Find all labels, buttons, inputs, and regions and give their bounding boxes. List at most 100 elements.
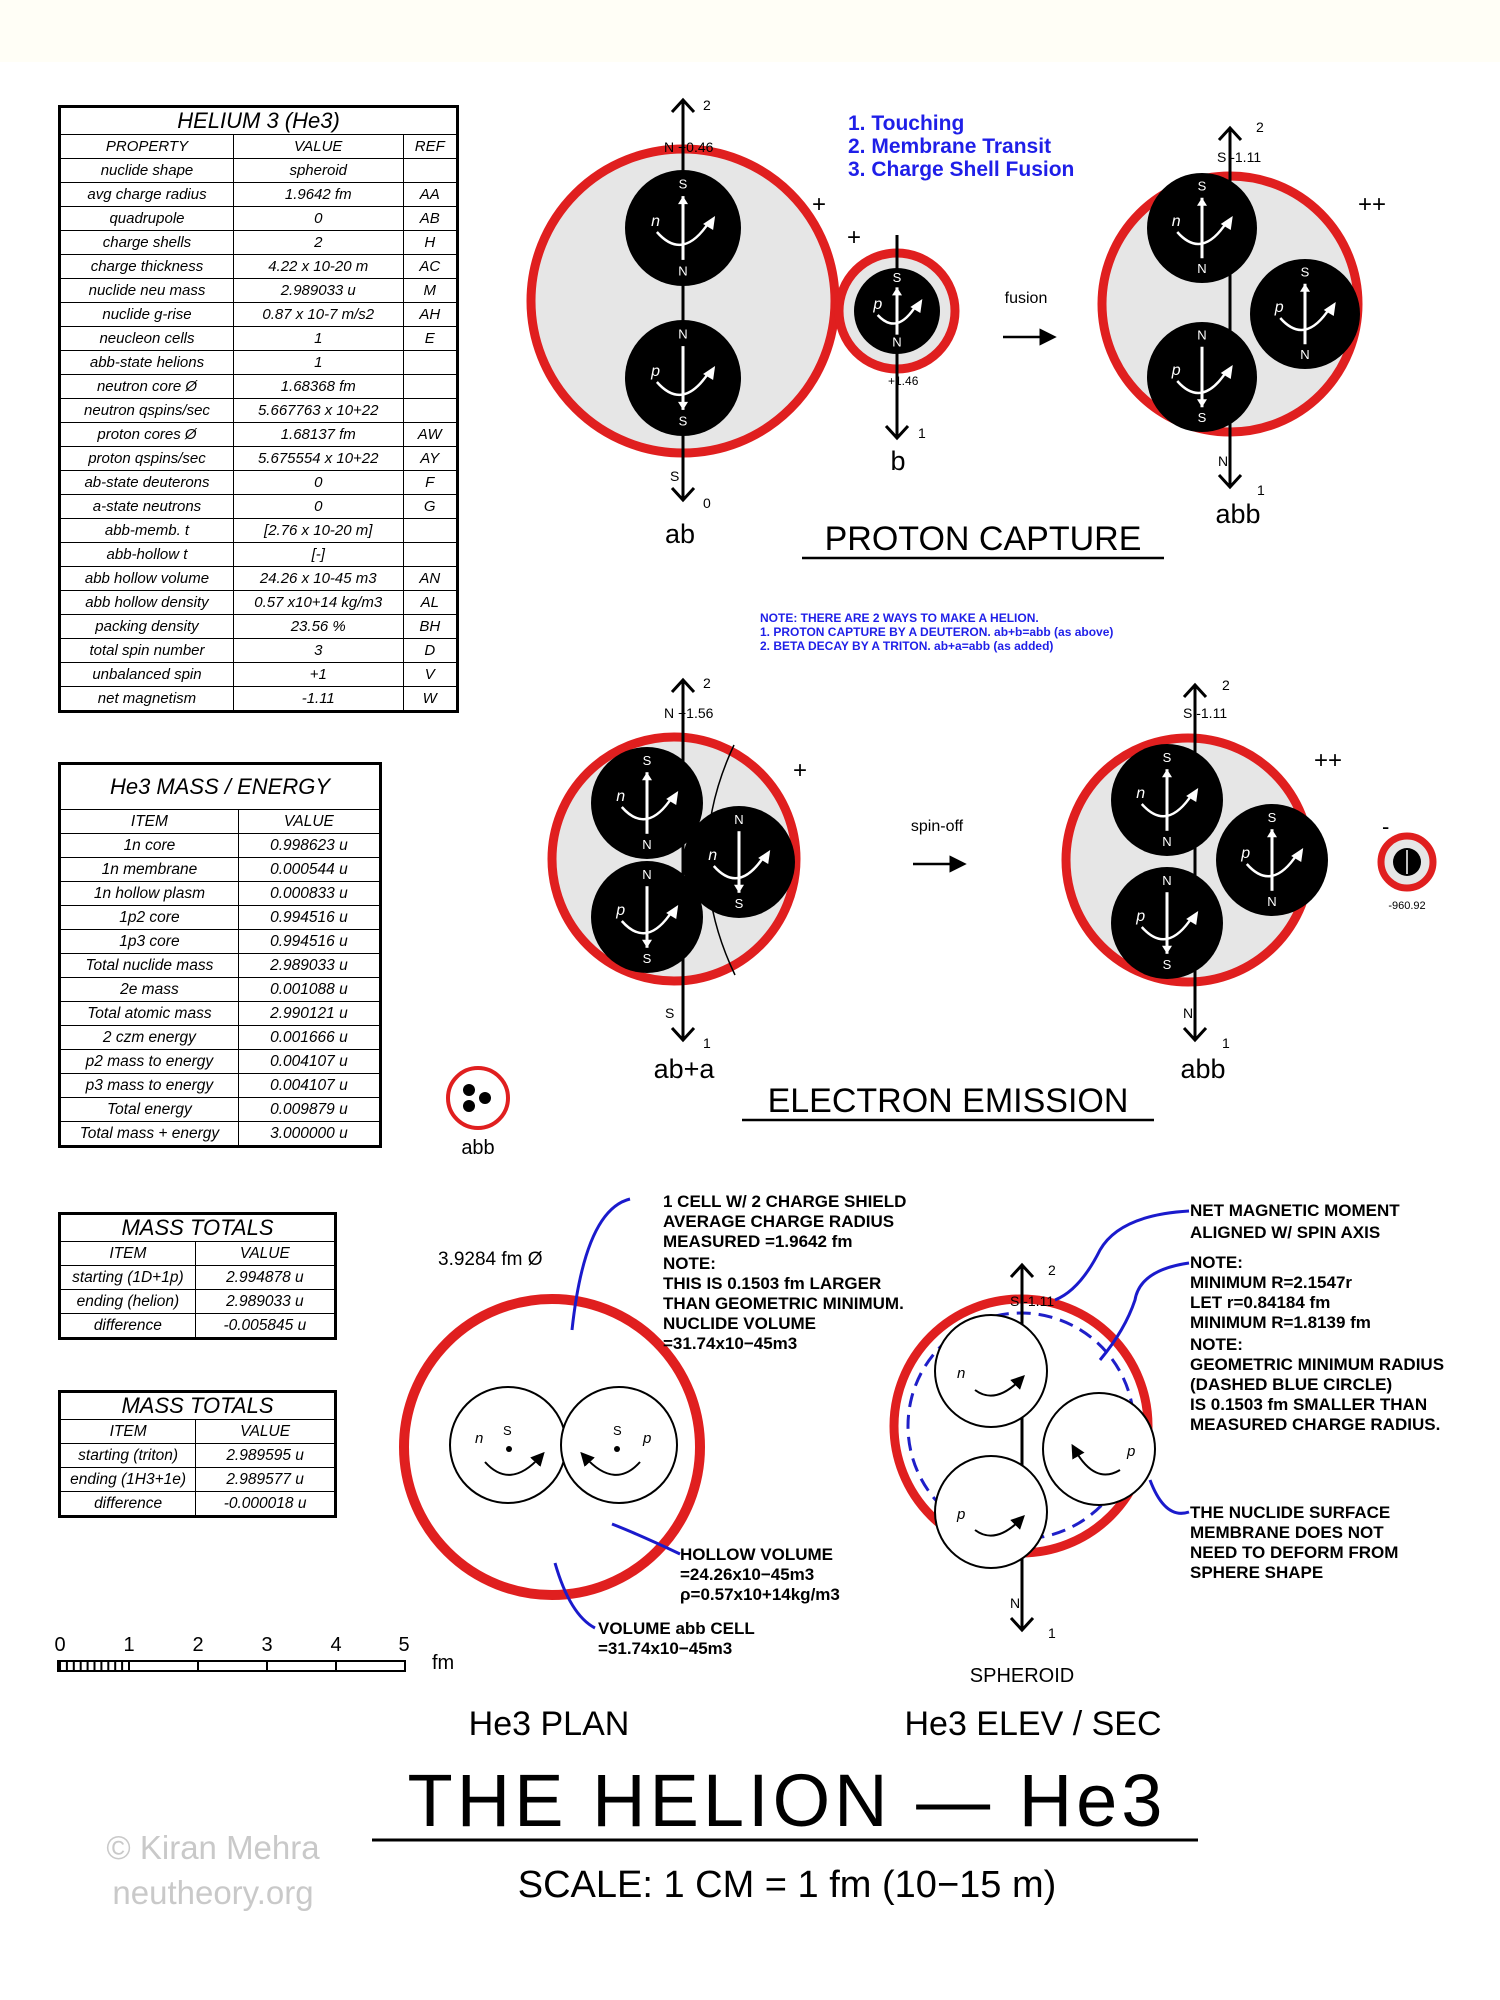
axis-num: 1	[703, 1035, 711, 1051]
svg-text:p: p	[1126, 1443, 1135, 1460]
nucleon-core: NSp	[625, 320, 741, 436]
svg-text:NOTE:: NOTE:	[1190, 1335, 1243, 1354]
svg-text:p: p	[642, 1430, 651, 1447]
table-row: starting (1D+1p)2.994878 u	[59, 1265, 337, 1290]
scale-bar: 0 1 2 3 4 5 fm	[54, 1634, 454, 1674]
svg-text:ρ=0.57x10+14kg/m3: ρ=0.57x10+14kg/m3	[680, 1585, 840, 1604]
svg-text:=31.74x10−45m3: =31.74x10−45m3	[598, 1639, 732, 1658]
helion-top-axis-2: S -1.11	[1183, 705, 1227, 721]
svg-text:S: S	[643, 753, 652, 768]
elevation-section: S -1.11 N 2 1 n p p NET MAGNETIC MOMENT …	[889, 1201, 1444, 1743]
scale-unit: fm	[432, 1652, 454, 1674]
plan-title: He3 PLAN	[469, 1705, 630, 1743]
step-3: 3. Charge Shell Fusion	[848, 158, 1074, 181]
table-cell: p2 mass to energy	[59, 1049, 239, 1074]
charge-sign: ++	[1314, 747, 1342, 774]
svg-text:=24.26x10−45m3: =24.26x10−45m3	[680, 1565, 814, 1584]
table-cell: neutron core Ø	[59, 374, 234, 399]
table-cell: nuclide neu mass	[59, 278, 234, 303]
table-cell: net magnetism	[59, 686, 234, 712]
top-band	[0, 0, 1500, 62]
column-header: ITEM	[58, 1419, 197, 1444]
svg-text:N: N	[1197, 261, 1206, 276]
column-header: VALUE	[194, 1241, 337, 1266]
svg-text:p: p	[615, 902, 625, 919]
svg-text:=31.74x10−45m3: =31.74x10−45m3	[663, 1334, 797, 1353]
elevation-note-2: NOTE: MINIMUM R=2.1547r LET r=0.84184 fm…	[1190, 1253, 1444, 1434]
svg-text:S: S	[1163, 750, 1172, 765]
nucleon-core: NSp	[1147, 322, 1257, 432]
nucleon-core: SNn	[1111, 744, 1223, 856]
deuteron-label: ab	[665, 519, 695, 549]
copyright-line-1: © Kiran Mehra	[106, 1829, 320, 1866]
svg-text:n: n	[616, 788, 625, 805]
table-cell: proton cores Ø	[59, 422, 234, 447]
axis-num: 1	[1222, 1035, 1230, 1051]
table-cell: 0.001666 u	[237, 1025, 382, 1050]
svg-text:p: p	[1171, 362, 1181, 379]
table-cell: a-state neutrons	[59, 494, 234, 519]
axis-num: 2	[703, 675, 711, 691]
axis-num: 1	[1048, 1625, 1056, 1641]
axis-num: 2	[1048, 1262, 1056, 1278]
svg-text:MINIMUM R=2.1547r: MINIMUM R=2.1547r	[1190, 1273, 1352, 1292]
svg-text:n: n	[475, 1430, 483, 1447]
mass-totals-2-title: MASS TOTALS	[59, 1391, 336, 1420]
table-cell: 0	[232, 494, 404, 519]
svg-text:n: n	[651, 213, 660, 230]
charge-sign: ++	[1358, 191, 1386, 218]
svg-text:S: S	[1301, 265, 1310, 280]
svg-text:S: S	[1163, 957, 1172, 972]
table-cell	[402, 542, 459, 567]
helion-label-2: abb	[1180, 1054, 1225, 1084]
column-header: ITEM	[59, 809, 239, 834]
axis-num: 2	[1256, 119, 1264, 135]
proton-label: b	[890, 446, 905, 476]
scale-tick-label: 4	[330, 1634, 341, 1656]
svg-text:n: n	[1136, 785, 1145, 802]
svg-text:N: N	[678, 264, 687, 279]
proton-capture-title: PROTON CAPTURE	[825, 520, 1142, 558]
svg-text:p: p	[1135, 908, 1145, 925]
table-cell: 1n membrane	[59, 857, 239, 882]
table-cell: -0.005845 u	[194, 1313, 337, 1339]
table-cell: 1p3 core	[59, 929, 239, 954]
svg-text:NOTE:: NOTE:	[1190, 1253, 1243, 1272]
svg-text:S: S	[503, 1423, 512, 1438]
table-cell: 1.9642 fm	[232, 182, 404, 207]
table-cell: 0.004107 u	[237, 1049, 382, 1074]
svg-text:VOLUME abb CELL: VOLUME abb CELL	[598, 1619, 755, 1638]
table-cell: 0.004107 u	[237, 1073, 382, 1098]
plan-note-3: VOLUME abb CELL =31.74x10−45m3	[598, 1619, 755, 1658]
nucleon-core: SNp	[1216, 804, 1328, 916]
nucleon-core: SNp	[1250, 259, 1360, 369]
svg-text:p: p	[1274, 299, 1284, 316]
svg-text:S: S	[1198, 179, 1207, 194]
electron-value: -960.92	[1388, 900, 1425, 912]
svg-text:AVERAGE CHARGE RADIUS: AVERAGE CHARGE RADIUS	[663, 1212, 894, 1231]
elevation-neutron	[934, 1314, 1048, 1428]
table-cell: proton qspins/sec	[59, 446, 234, 471]
axis-num: 0	[703, 495, 711, 511]
table-cell: p3 mass to energy	[59, 1073, 239, 1098]
elevation-title: He3 ELEV / SEC	[904, 1705, 1161, 1743]
svg-text:S: S	[679, 414, 688, 429]
deuteron-top-axis: N +0.46	[664, 139, 714, 155]
plan-proton	[560, 1386, 678, 1504]
table-cell: AN	[402, 566, 459, 591]
